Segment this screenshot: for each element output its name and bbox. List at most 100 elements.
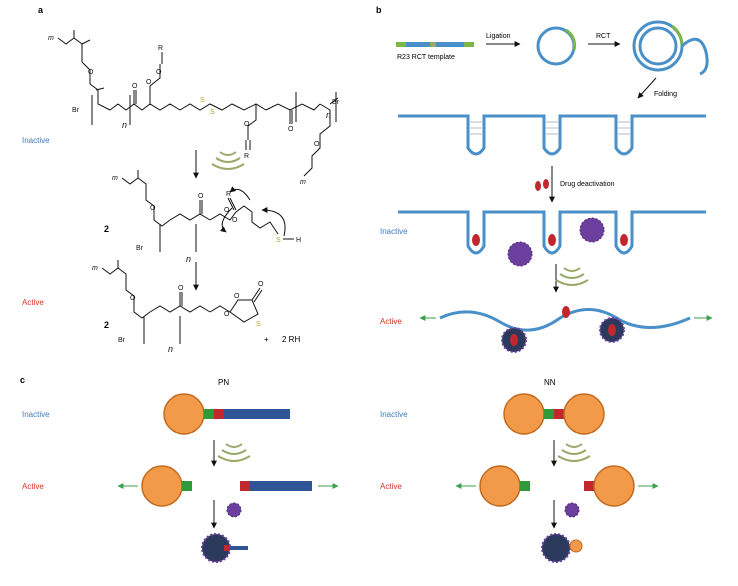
atom-m: m	[48, 35, 54, 42]
compound-number-2: 2	[104, 320, 109, 330]
template-end-green	[464, 42, 474, 47]
atom-n: n	[326, 110, 331, 120]
panel-a-inactive-label: Inactive	[22, 136, 50, 145]
nn-target-complex	[541, 533, 571, 563]
panel-b-inactive-label: Inactive	[380, 227, 408, 236]
folding-arrow	[637, 77, 657, 99]
template-stripe	[430, 42, 436, 47]
drug-icon	[535, 179, 549, 191]
pn-bound-linker	[224, 545, 230, 551]
atom-s: S	[276, 237, 281, 244]
polymer-cyclic-product-structure	[101, 260, 263, 344]
panel-c-inactive-label-left: Inactive	[22, 410, 50, 419]
protein-icon	[564, 502, 580, 518]
nn-bound-fragment	[569, 539, 583, 553]
pn-linker-green-released	[182, 481, 192, 491]
panel-a-active-label: Active	[22, 298, 44, 307]
rct-product-inner	[638, 26, 678, 66]
rct-tail	[681, 37, 709, 76]
atom-m: m	[300, 179, 306, 186]
electron-arrows	[219, 186, 286, 237]
panel-b-active-label: Active	[380, 317, 402, 326]
atom-o: O	[224, 311, 230, 318]
atom-o: O	[178, 285, 184, 292]
pn-bound-fragment	[228, 546, 248, 550]
bound-drug	[472, 234, 628, 246]
template-end-green	[396, 42, 406, 47]
folding-label: Folding	[654, 91, 677, 98]
atom-o: O	[244, 121, 250, 128]
atom-n: n	[186, 254, 191, 264]
atom-o: O	[198, 193, 204, 200]
panel-c-inactive-label-right: Inactive	[380, 410, 408, 419]
rct-label: RCT	[596, 33, 611, 40]
atom-o: O	[156, 69, 162, 76]
protein-icon	[507, 217, 605, 267]
polymer-thiol-structure	[121, 170, 279, 252]
panel-a-letter: a	[38, 5, 44, 15]
ligation-label: Ligation	[486, 33, 511, 40]
nn-title: NN	[544, 378, 556, 387]
atom-br: Br	[136, 245, 144, 252]
polymer-disulfide-structure	[57, 30, 339, 177]
ultrasound-waves-icon	[211, 151, 245, 170]
drug-deactivation-label: Drug deactivation	[560, 181, 615, 188]
atom-br: Br	[72, 107, 80, 114]
atom-s: S	[210, 109, 215, 116]
nn-linker-green-released	[520, 481, 530, 491]
atom-n: n	[122, 120, 127, 130]
hairpin-basepairs	[470, 121, 630, 135]
atom-n: n	[168, 344, 173, 354]
polymer-disulfide-atoms: m O Br n O R O O S S O R O Br n O m	[48, 35, 340, 186]
atom-o: O	[224, 207, 230, 214]
atom-h: H	[296, 237, 301, 244]
atom-br: Br	[118, 337, 126, 344]
pn-linker-red-released	[240, 481, 250, 491]
atom-m: m	[92, 265, 98, 272]
nn-linker-red-released	[584, 481, 594, 491]
panel-b-letter: b	[376, 5, 382, 15]
panel-c-letter: c	[20, 375, 25, 385]
protein-drug-complex	[501, 317, 625, 353]
pn-particle-released	[141, 465, 183, 507]
atom-o: O	[232, 217, 238, 224]
nn-particle-right	[563, 393, 605, 435]
protein-icon	[226, 502, 242, 518]
ultrasound-waves-icon	[217, 443, 251, 462]
nn-linker-red	[554, 409, 564, 419]
atom-br: Br	[332, 99, 340, 106]
folded-aptamer-chain	[398, 114, 706, 156]
plus-sign: +	[264, 335, 269, 344]
atom-r: R	[244, 153, 249, 160]
panel-c-active-label-right: Active	[380, 482, 402, 491]
atom-o: O	[150, 205, 156, 212]
ligation-junction	[565, 28, 577, 51]
template-label: R23 RCT template	[397, 54, 455, 61]
atom-o: O	[130, 295, 136, 302]
pn-title: PN	[218, 378, 229, 387]
panel-c: c PN NN Inactive Inactive Active Active	[20, 375, 659, 563]
compound-number-1: 2	[104, 224, 109, 234]
ultrasound-waves-icon	[555, 267, 589, 286]
polymer-thiol-atoms: m O Br n O R O O S H	[112, 175, 301, 264]
atom-o: O	[234, 293, 240, 300]
atom-o: O	[258, 281, 264, 288]
nn-linker-green	[544, 409, 554, 419]
atom-o: O	[132, 83, 138, 90]
atom-s: S	[256, 321, 261, 328]
polymer-cyclic-product-atoms: m O Br n O O O O S	[92, 265, 264, 354]
pn-particle	[163, 393, 205, 435]
byproduct-label: 2 RH	[282, 335, 300, 344]
atom-r: R	[158, 45, 163, 52]
pn-polymer-bar	[224, 409, 290, 419]
ultrasound-waves-icon	[557, 443, 591, 462]
atom-s: S	[200, 97, 205, 104]
panel-a: a Inactive Active	[22, 5, 340, 354]
nn-particle-left	[503, 393, 545, 435]
released-drug	[562, 306, 570, 318]
pn-linker-red	[214, 409, 224, 419]
atom-o: O	[288, 126, 294, 133]
panel-b: b R23 RCT template Ligation RCT Folding	[376, 5, 713, 353]
panel-c-active-label-left: Active	[22, 482, 44, 491]
atom-o: O	[146, 79, 152, 86]
